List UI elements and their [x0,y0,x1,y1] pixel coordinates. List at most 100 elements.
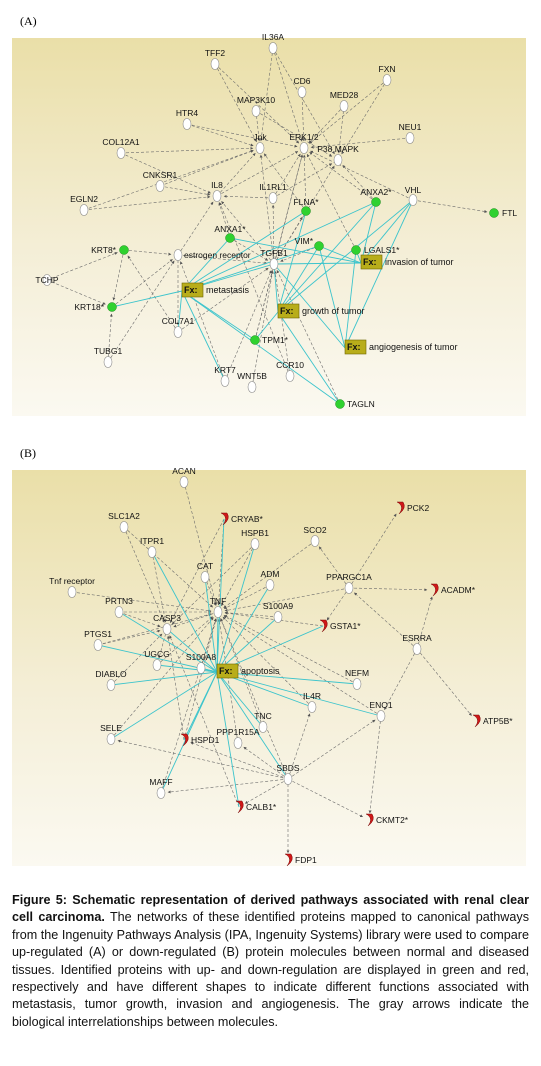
b-edge-ptgs1-to-casp3 [97,629,161,646]
b-node-shape-casp3 [162,623,172,635]
b-function-edge-tnf-to-apoptosis [216,611,219,673]
a-node-label-cnksr1: CNKSR1 [143,170,178,180]
a-node-label-tpm1: TPM1* [262,335,289,345]
a-node-label-erk1-2: ERK1/2 [289,132,319,142]
b-node-il4r: IL4R [303,691,321,713]
b-function-edge-eno1-to-apoptosis [216,671,382,717]
b-function-edge-prtn3-to-apoptosis [118,611,218,673]
a-node-anxa2: ANXA2* [360,187,392,207]
a-function-metastasis: Fx:metastasis [181,282,250,298]
b-node-shape-itpr1 [147,546,157,558]
b-node-acadm: ACADM* [430,583,476,597]
b-node-label-gsta1: GSTA1* [330,621,361,631]
a-node-shape-htr4 [182,118,192,130]
a-node-shape-anxa2 [371,197,381,207]
b-node-sbds: SBDS [276,763,300,785]
figure-caption: Figure 5: Schematic representation of de… [12,892,529,1031]
b-edge-ppargc1a-to-gsta1 [326,587,350,621]
b-node-eno1: ENO1 [369,700,393,722]
a-function-label-growth: growth of tumor [302,306,365,316]
b-node-label-nefm: NEFM [345,668,369,678]
b-node-label-ppp1r15a: PPP1R15A [217,727,260,737]
b-function-edge-itpr1-to-apoptosis [151,551,218,673]
a-node-label-il1rl1: IL1RL1 [259,182,287,192]
b-function-edge-nefm-to-apoptosis [216,671,358,685]
b-function-edge-adm-to-apoptosis [216,584,271,673]
b-node-slc1a2: SLC1A2 [108,511,140,533]
b-node-prtn3: PRTN3 [105,596,133,618]
a-edge-tubg1-to-krt18 [107,313,113,363]
b-node-ckmt2: CKMT2* [365,813,409,827]
a-node-label-krt18: KRT18* [74,302,104,312]
b-node-label-s100a8: S100A8 [186,652,217,662]
b-edge-maff-to-tnf [160,618,217,794]
b-node-shape-acadm [430,583,439,597]
a-edge-ccr10-to-tgfb1 [273,270,291,377]
a-edge-col12a1-to-jnk [120,146,254,154]
a-node-egln2: EGLN2 [70,194,98,216]
a-edge-anxa1-to-il8 [218,202,231,239]
a-node-label-il36a: IL36A [262,32,285,42]
a-function-label-angiogenesis: angiogenesis of tumor [369,342,458,352]
b-node-label-atp5b: ATP5B* [483,716,513,726]
b-node-shape-cat [200,571,210,583]
b-function-edge-calb1-to-apoptosis [216,671,240,808]
a-node-shape-cd6 [297,86,307,98]
a-edge-egln2-to-il8 [83,195,211,211]
a-node-tchp: TCHP [35,274,59,286]
b-node-label-ugcg: UGCG [144,649,170,659]
b-edge-sbds-to-ppp1r15a [243,746,289,780]
a-node-label-wnt5b: WNT5B [237,371,267,381]
a-function-box-growth [277,303,300,319]
a-node-shape-tchp [42,274,52,286]
a-edge-tgfb1-to-erk1-2 [273,154,304,265]
b-node-label-acadm: ACADM* [441,585,476,595]
a-function-edge-tagln-to-metastasis [181,290,341,405]
a-function-edge-anxa2-to-metastasis [181,201,377,292]
b-node-label-casp3: CASP3 [153,613,181,623]
a-node-shape-tff2 [210,58,220,70]
a-node-shape-tubg1 [103,356,113,368]
b-node-shape-tnc [258,721,268,733]
a-node-shape-map3k10 [251,105,261,117]
a-node-lgals1: LGALS1* [351,245,400,255]
a-edge-tubg1-to-estrogen-receptor [107,260,175,363]
a-node-shape-cnksr1 [155,180,165,192]
a-edge-fxn-to-p38-mapk [341,79,388,155]
a-edge-flna-to-jnk [263,153,307,212]
b-node-label-itpr1: ITPR1 [140,536,164,546]
b-node-shape-slc1a2 [119,521,129,533]
b-edge-sco2-to-tnf [223,540,316,609]
b-edge-hspd1-to-casp3 [166,635,185,741]
a-node-shape-krt8 [119,245,129,255]
b-node-label-eno1: ENO1 [369,700,392,710]
a-node-shape-krt18 [107,302,117,312]
b-node-shape-il4r [307,701,317,713]
b-node-acan: ACAN [172,466,196,488]
b-node-sco2: SCO2 [303,525,327,547]
a-function-prefix-angiogenesis: Fx: [347,342,361,352]
b-node-shape-acan [179,476,189,488]
a-node-map3k10: MAP3K10 [237,95,275,117]
b-node-label-sbds: SBDS [276,763,299,773]
a-node-label-med28: MED28 [330,90,359,100]
b-edge-itpr1-to-casp3 [151,551,167,623]
a-edge-cd6-to-erk1-2 [301,91,306,142]
a-node-shape-ccr10 [285,370,295,382]
b-function-edge-sele-to-apoptosis [110,671,218,740]
b-edge-tnf-receptor-to-tnf [71,591,212,613]
a-node-med28: MED28 [330,90,359,112]
a-node-label-flna: FLNA* [293,197,319,207]
b-node-s100a9: S100A9 [263,601,293,623]
b-edge-ppargc1a-to-acadm [348,587,428,592]
a-edge-vhl-to-erk1-2 [310,150,414,201]
b-edge-adm-to-tnf [223,584,271,610]
a-node-shape-tagln [335,399,345,409]
a-node-flna: FLNA* [293,197,319,216]
b-edge-slc1a2-to-casp3 [123,526,165,623]
a-function-edge-anxa2-to-growth [277,201,377,313]
a-node-label-il8: IL8 [211,180,223,190]
caption-text: The networks of these identified protein… [12,910,529,1029]
b-edge-eno1-to-tnf [223,615,382,717]
